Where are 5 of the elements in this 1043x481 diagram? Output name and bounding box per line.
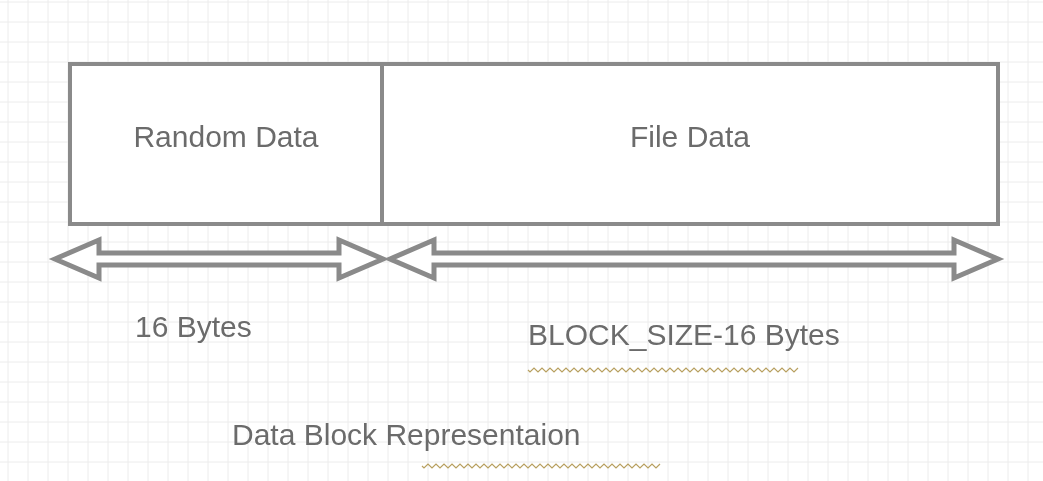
dimension-label: 16 Bytes xyxy=(135,310,252,344)
caption: Data Block Representaion xyxy=(232,418,581,452)
field-label: File Data xyxy=(629,120,750,154)
field-label: Random Data xyxy=(133,120,319,154)
dimension-label: BLOCK_SIZE-16 Bytes xyxy=(528,318,840,352)
